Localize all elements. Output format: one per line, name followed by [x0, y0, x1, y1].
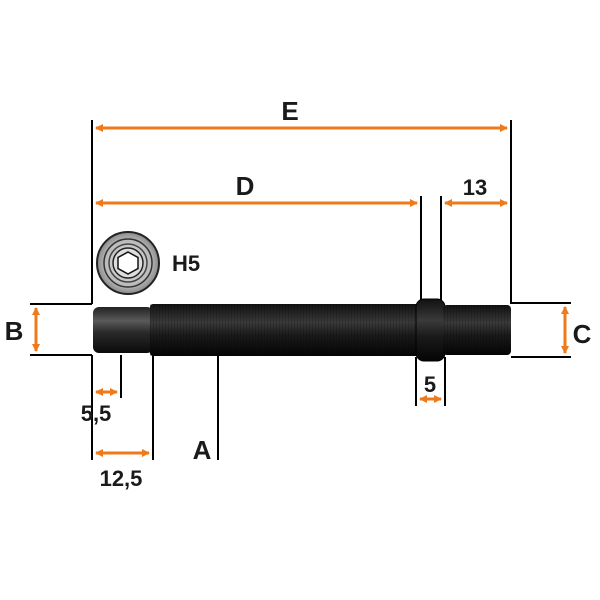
dimension-arrows — [32, 124, 569, 457]
label-a: A — [193, 435, 212, 465]
label-5: 5 — [424, 372, 436, 397]
label-c: C — [573, 319, 592, 349]
bolt-pilot — [93, 307, 153, 353]
label-b: B — [5, 316, 24, 346]
label-13: 13 — [463, 175, 487, 200]
label-d: D — [236, 171, 255, 201]
label-12-5: 12,5 — [100, 466, 143, 491]
thread-texture — [150, 304, 420, 356]
hex-socket-icon — [96, 231, 160, 295]
bolt-collar — [415, 298, 446, 362]
label-e: E — [281, 96, 298, 126]
end-thread-texture — [443, 305, 509, 355]
label-5-5: 5,5 — [81, 401, 112, 426]
dimension-labels: E D 13 B C H5 5 5,5 A 12,5 — [5, 96, 592, 491]
label-h5: H5 — [172, 251, 200, 276]
bolt-body — [93, 298, 511, 362]
extension-lines — [30, 120, 571, 460]
